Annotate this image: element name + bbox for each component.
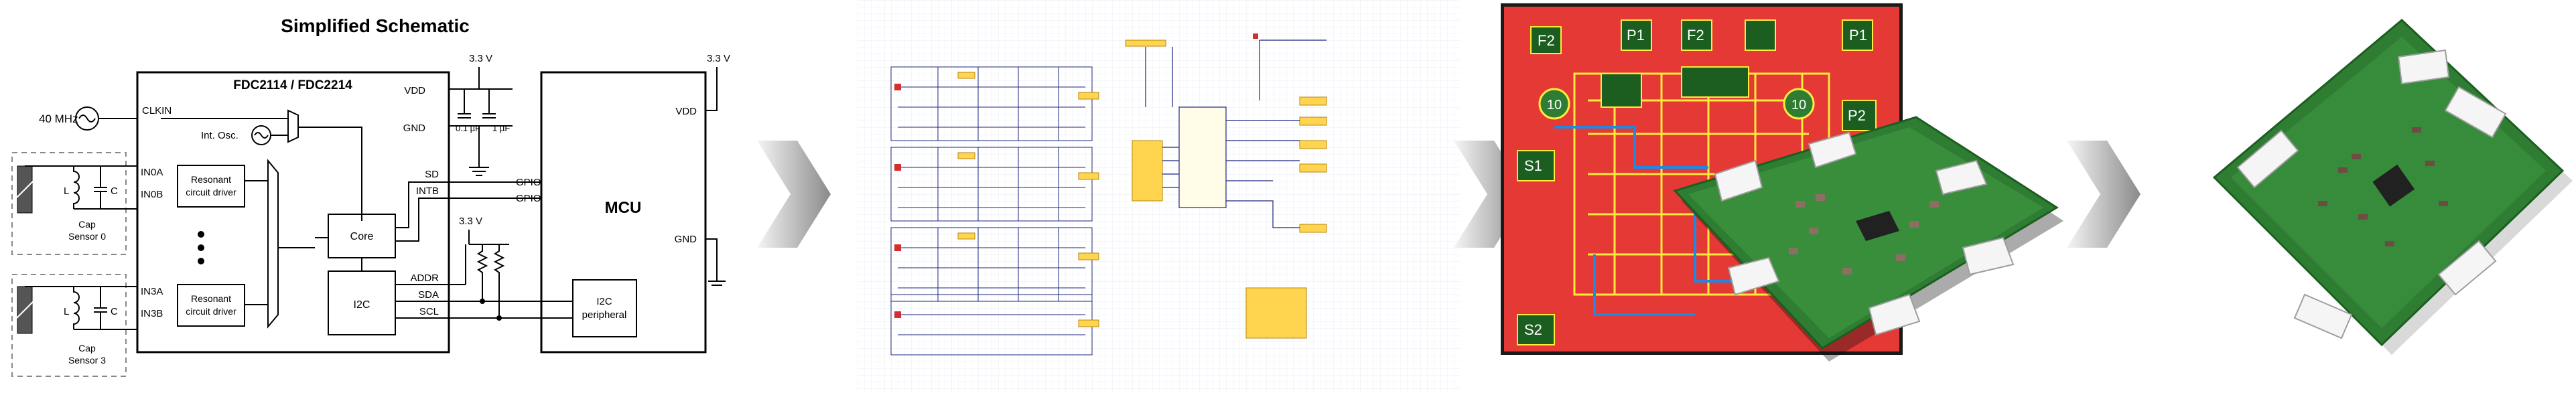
ellipsis-dot xyxy=(198,258,204,264)
clock-mux xyxy=(287,109,299,143)
sensor-0-label-1: Cap xyxy=(78,219,96,230)
pin-in0b: IN0B xyxy=(141,189,163,200)
sensor-0-group xyxy=(11,152,127,255)
resonant-driver-0 xyxy=(177,165,245,208)
pin-gnd: GND xyxy=(403,123,426,134)
resonant-driver-3 xyxy=(177,284,245,327)
pcb-layout-and-render: F2 P1 F2 P1 S1 S2 P2 10 10 xyxy=(1501,3,2063,362)
pin-in0a: IN0A xyxy=(141,167,163,178)
hole-label-2: 10 xyxy=(1791,98,1806,112)
pad-label-s1: S1 xyxy=(1524,157,1542,174)
cap-label-0p1uf: 0.1 µF xyxy=(456,123,480,133)
pad-label-f2b: F2 xyxy=(1687,27,1704,44)
cap-label-1uf: 1 µF xyxy=(492,123,510,133)
ellipsis-dot xyxy=(198,244,204,251)
simplified-schematic: Simplified Schematic FDC2114 / FDC2214 M… xyxy=(11,15,730,377)
cap-3-label: C xyxy=(111,306,118,317)
mcu-pin-vdd: VDD xyxy=(675,106,697,117)
mcu-pin-gpio-2: GPIO xyxy=(516,193,541,204)
render-components xyxy=(1789,194,1939,274)
pin-clkin: CLKIN xyxy=(142,105,172,116)
pcb-3d-render xyxy=(1673,116,2063,362)
pad-label-p1a: P1 xyxy=(1627,27,1645,44)
sensor-3-label-1: Cap xyxy=(78,343,96,353)
pcb-pad-labels: F2 P1 F2 P1 S1 S2 P2 xyxy=(1524,27,1867,338)
cad-net-labels xyxy=(957,40,1327,339)
i2c-peripheral-block xyxy=(572,279,637,337)
driver0-label-2: circuit driver xyxy=(186,187,236,198)
photo-connectors xyxy=(2236,49,2507,339)
hole-label-1: 10 xyxy=(1547,98,1562,112)
sensor-3-label-2: Sensor 3 xyxy=(68,355,106,366)
channel-mux xyxy=(267,159,279,329)
pin-vdd: VDD xyxy=(404,85,425,96)
int-osc-label: Int. Osc. xyxy=(201,130,239,141)
pin-addr: ADDR xyxy=(410,272,439,284)
mcu-rail-label: 3.3 V xyxy=(707,53,730,64)
cad-red-markers xyxy=(894,33,1258,318)
schematic-title: Simplified Schematic xyxy=(281,15,470,36)
arrow-1 xyxy=(757,141,831,248)
pad-label-p1b: P1 xyxy=(1849,27,1867,44)
pullup-rail-label: 3.3 V xyxy=(459,216,482,227)
chip-box xyxy=(136,71,450,353)
driver3-label-1: Resonant xyxy=(191,293,231,304)
cad-fdc-ic xyxy=(1145,40,1327,228)
pad-label-s2: S2 xyxy=(1524,321,1542,338)
core-label: Core xyxy=(350,231,374,242)
i2c-peripheral-label-2: peripheral xyxy=(582,309,627,321)
arrow-3 xyxy=(2067,141,2141,248)
pcb-pads xyxy=(1517,19,1877,345)
osc-freq-label: 40 MHz xyxy=(39,112,78,125)
driver3-label-2: circuit driver xyxy=(186,306,236,317)
inductor-3-label: L xyxy=(64,306,69,317)
i2c-peripheral-label-1: I2C xyxy=(596,296,612,307)
pin-scl: SCL xyxy=(419,306,439,317)
pin-sda: SDA xyxy=(418,289,439,301)
photo-components xyxy=(2318,127,2448,246)
pin-intb: INTB xyxy=(416,185,439,197)
pullup-resistor-1 xyxy=(476,244,488,279)
sensor-3-group xyxy=(11,274,127,377)
chip-label: FDC2114 / FDC2214 xyxy=(233,78,352,92)
render-ic xyxy=(1856,211,1899,241)
cap-0-label: C xyxy=(111,185,118,197)
pin-sd: SD xyxy=(425,169,439,180)
vdd-rail-label: 3.3 V xyxy=(469,53,492,64)
inductor-3 xyxy=(73,287,80,329)
photo-ic xyxy=(2372,164,2415,207)
pullup-resistor-2 xyxy=(493,244,505,279)
pad-label-p2: P2 xyxy=(1848,107,1866,124)
mcu-pin-gpio-1: GPIO xyxy=(516,177,541,188)
mcu-pin-gnd: GND xyxy=(675,234,697,245)
pad-label-f2a: F2 xyxy=(1538,32,1555,49)
pcb-mount-holes: 10 10 xyxy=(1538,88,1815,120)
inductor-0 xyxy=(73,166,80,209)
driver0-label-1: Resonant xyxy=(191,174,231,185)
sensor-0-label-2: Sensor 0 xyxy=(68,231,106,242)
render-connectors xyxy=(1714,131,2015,336)
pin-in3a: IN3A xyxy=(141,286,163,297)
cad-schematic xyxy=(858,0,1461,393)
ellipsis-dot xyxy=(198,231,204,238)
mcu-box xyxy=(540,71,707,353)
inductor-0-label: L xyxy=(64,185,69,197)
pin-in3b: IN3B xyxy=(141,308,163,319)
board-photo xyxy=(2212,18,2573,355)
i2c-block-label: I2C xyxy=(354,299,370,311)
cad-sensor-channels xyxy=(890,66,1093,356)
mcu-label: MCU xyxy=(605,199,642,217)
